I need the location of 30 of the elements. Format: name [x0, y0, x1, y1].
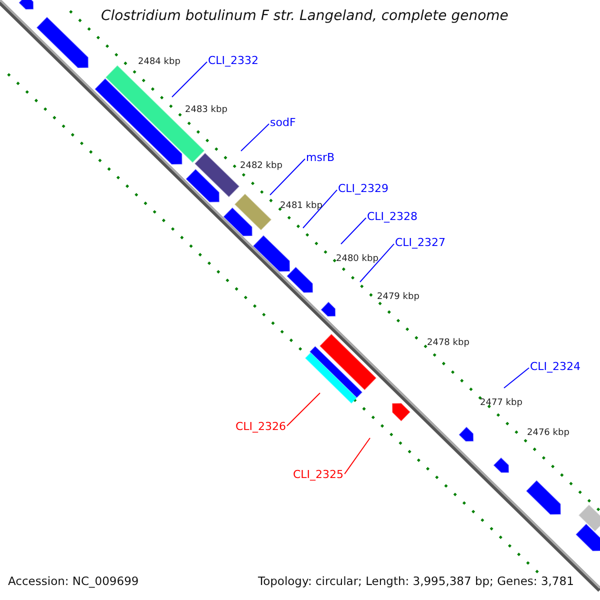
tick-label: 2477 kbp: [480, 398, 522, 409]
leader-line: [240, 123, 270, 152]
gene-label: CLI_2327: [395, 236, 446, 250]
tick-label: 2482 kbp: [240, 161, 282, 172]
gene-label: CLI_2326: [235, 420, 286, 434]
accession-text: Accession: NC_009699: [8, 575, 139, 589]
tick-label: 2481 kbp: [280, 201, 322, 212]
gene-label: CLI_2324: [530, 360, 581, 374]
genome-summary: Topology: circular; Length: 3,995,387 bp; Genes: 3,781: [258, 575, 574, 589]
gene-label: CLI_2332: [208, 54, 259, 68]
leader-line: [172, 61, 208, 98]
gene-label: msrB: [306, 151, 335, 164]
leader-line: [270, 158, 306, 196]
tick-label: 2483 kbp: [185, 105, 228, 116]
tick-label: 2476 kbp: [527, 428, 570, 439]
leader-line: [286, 392, 320, 426]
leader-line: [340, 217, 366, 244]
gene-label: CLI_2329: [338, 182, 389, 196]
tick-label: 2479 kbp: [377, 292, 420, 303]
leader-line: [504, 367, 530, 388]
title: Clostridium botulinum F str. Langeland, complete genome: [101, 8, 508, 25]
leader-line: [360, 243, 394, 282]
tick-label: 2480 kbp: [336, 254, 378, 265]
leader-line: [302, 189, 338, 228]
gene-label: CLI_2325: [293, 468, 344, 482]
tick-label: 2478 kbp: [427, 338, 470, 349]
tick-label: 2484 kbp: [138, 57, 180, 68]
gene-label: sodF: [270, 116, 296, 130]
gene-label: CLI_2328: [367, 210, 418, 224]
leader-line: [344, 438, 370, 474]
